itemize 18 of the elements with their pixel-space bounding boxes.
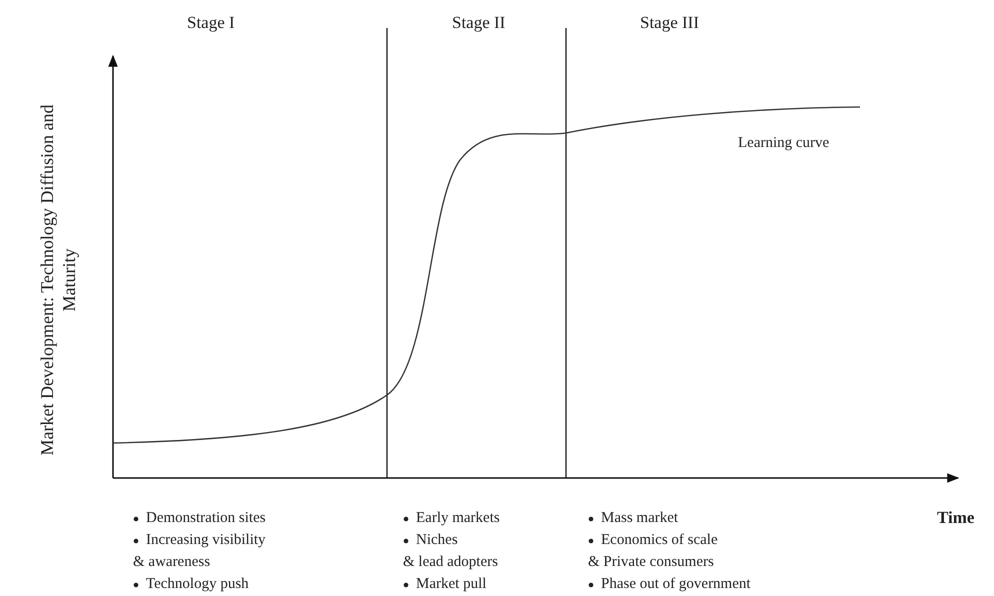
list-item: Demonstration sites	[146, 509, 266, 527]
list-item: Phase out of government	[601, 575, 751, 593]
stage-label: Stage II	[452, 14, 506, 32]
stage-label: Stage III	[640, 14, 700, 32]
stage-label: Stage I	[187, 14, 235, 32]
axis-title: Market Development: Technology Diffusion and Maturity	[36, 104, 80, 458]
list-item: & awareness	[133, 553, 210, 571]
axis-title: Time	[937, 509, 974, 527]
list-item: Mass market	[601, 509, 678, 527]
list-item: Technology push	[146, 575, 249, 593]
list-item: Economics of scale	[601, 531, 718, 549]
curve-label: Learning curve	[738, 134, 830, 152]
list-item: Market pull	[416, 575, 486, 593]
list-item: & lead adopters	[403, 553, 498, 571]
list-item: & Private consumers	[588, 553, 714, 571]
list-item: Increasing visibility	[146, 531, 266, 549]
list-item: Niches	[416, 531, 458, 549]
list-item: Early markets	[416, 509, 500, 527]
